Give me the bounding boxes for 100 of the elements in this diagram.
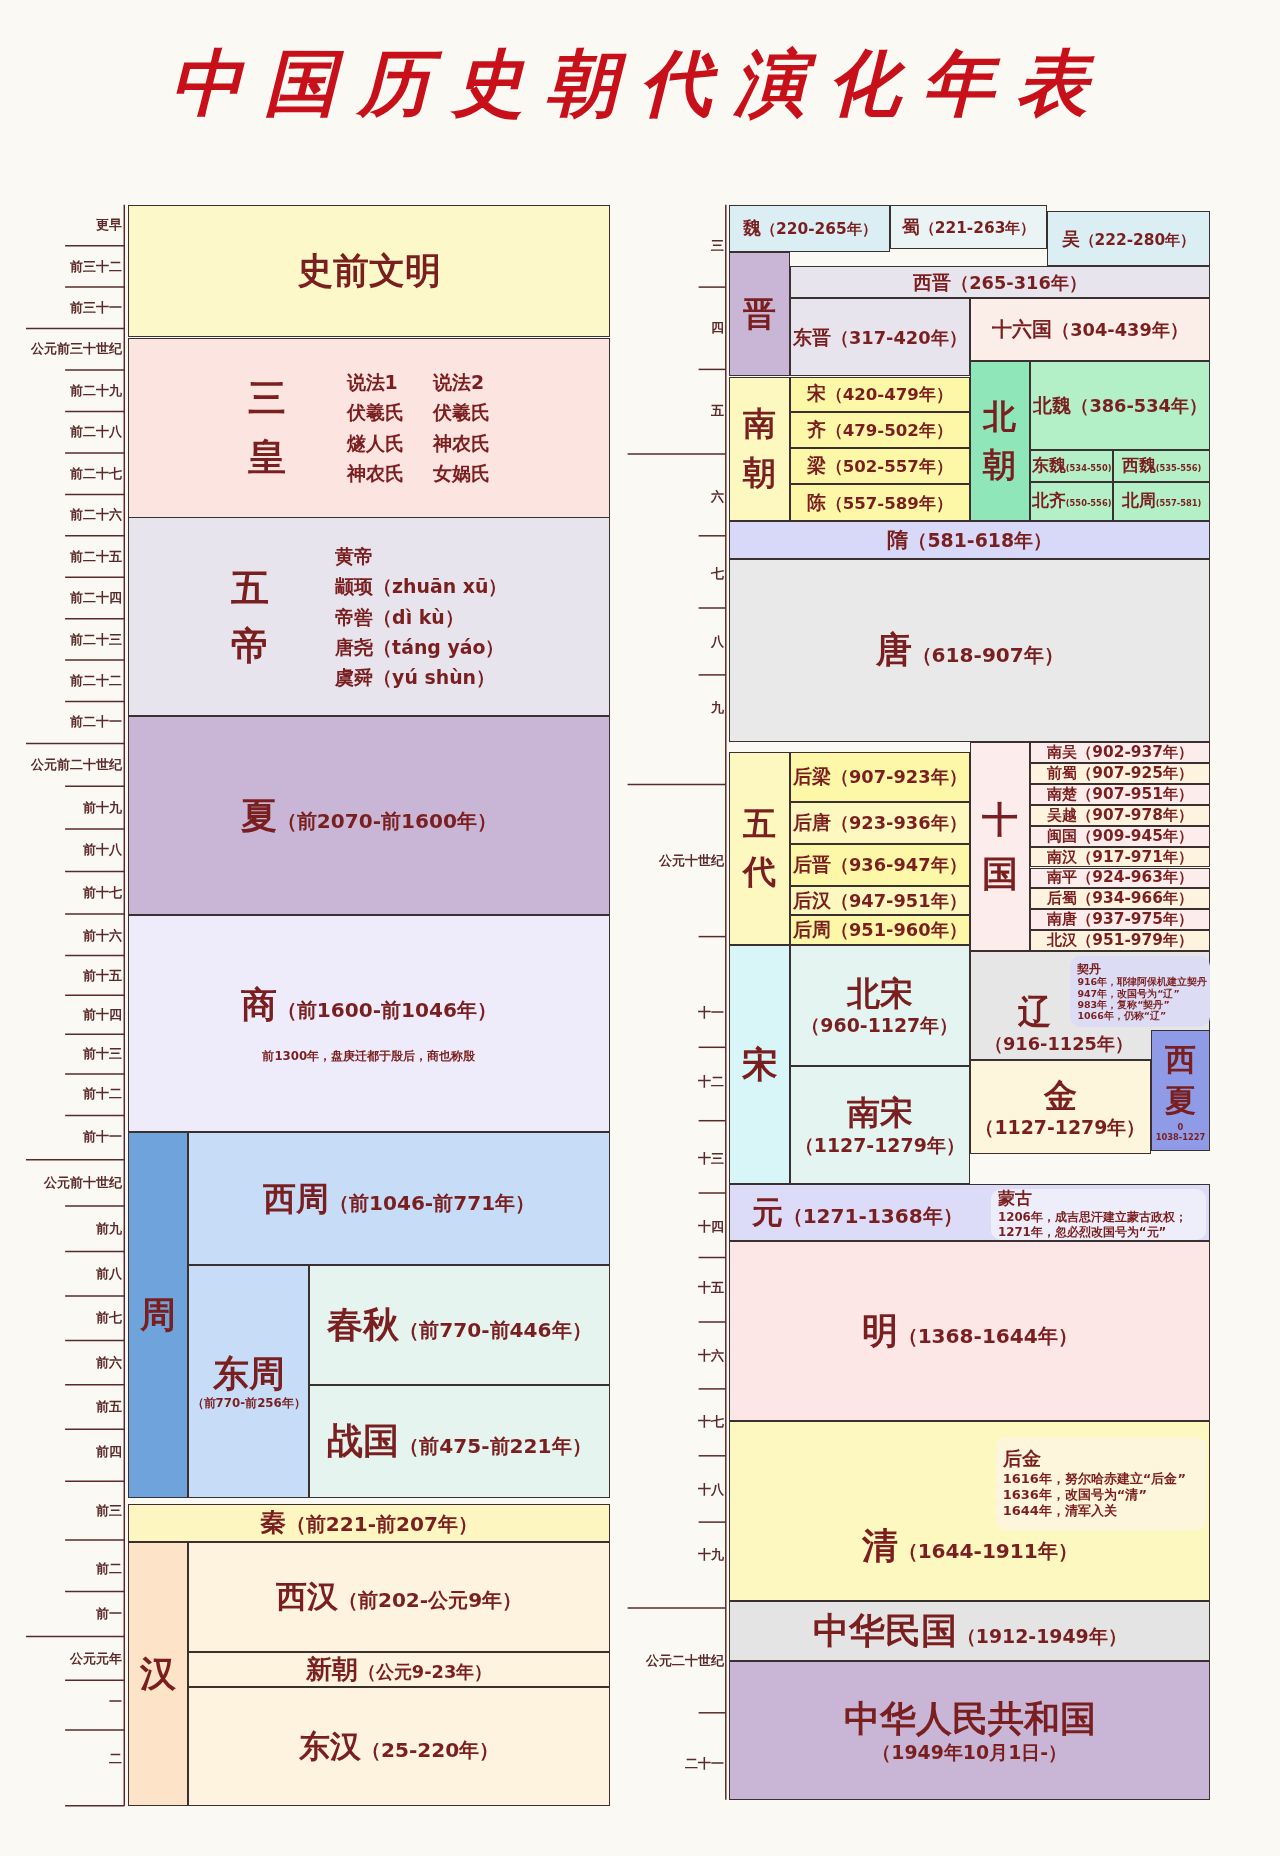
dynasty-name: 新朝	[305, 1653, 358, 1686]
dynasty-name: 西魏	[1121, 455, 1156, 477]
page-title: 中国历史朝代演化年表	[169, 48, 1111, 120]
dynasty-box	[188, 1132, 610, 1265]
dynasty-box	[789, 801, 970, 845]
dynasty-box	[1030, 825, 1211, 847]
dynasty-box	[969, 361, 1031, 521]
axis-label: 七	[710, 568, 724, 581]
year-range: （420-479年）	[825, 385, 953, 407]
dynasty-box	[188, 1687, 610, 1806]
axis-label: 五	[710, 405, 724, 418]
dynasty-box	[127, 915, 610, 1132]
dynasty-box	[729, 944, 790, 1185]
axis-label: 十八	[697, 1483, 724, 1497]
year-range: （25-220年）	[360, 1738, 500, 1764]
dynasty-name: 三皇	[247, 375, 288, 481]
dynasty-box	[729, 1661, 1211, 1800]
note-text: 1616年，努尔哈赤建立“后金”	[1002, 1470, 1186, 1488]
dynasty-name: 东晋	[793, 325, 831, 350]
dynasty-name: 闽国	[1047, 827, 1078, 845]
dynasty-box	[188, 1264, 310, 1498]
dynasty-name: 南朝	[742, 403, 777, 494]
dynasty-box	[729, 751, 790, 945]
year-range: （1368-1644年）	[897, 1323, 1078, 1349]
dynasty-name: 南平	[1047, 869, 1078, 887]
axis-label: 前十一	[83, 1130, 122, 1144]
ruler-name: 黄帝	[335, 544, 374, 570]
year-range: （936-947年）	[831, 854, 967, 877]
axis-label: 十七	[697, 1416, 724, 1429]
ruler-name: 神农氏	[346, 460, 404, 486]
axis-label: 前二十二	[70, 674, 122, 688]
dynasty-name: 商	[240, 983, 277, 1028]
note-text: 1644年，清军入关	[1002, 1503, 1117, 1520]
ruler-name: 女娲氏	[433, 460, 491, 486]
year-range: （1127-1279年）	[975, 1116, 1146, 1140]
dynasty-box	[789, 447, 970, 485]
year-range: （前1046-前771年）	[328, 1190, 536, 1216]
dynasty-name: 西汉	[275, 1577, 338, 1616]
year-range: （581-618年）	[908, 528, 1053, 553]
dynasty-box	[789, 751, 970, 802]
dynasty-box	[188, 1541, 610, 1652]
axis-label: 一	[109, 1695, 122, 1709]
dynasty-name: 唐	[875, 628, 912, 673]
dynasty-box	[1030, 930, 1211, 951]
note-text: 983年，复称“契丹”	[1077, 999, 1170, 1011]
axis-label: 前十六	[83, 929, 122, 942]
ruler-name: 颛顼（zhuān xū）	[335, 574, 508, 600]
column-heading: 说法1	[346, 370, 398, 395]
dynasty-name: 中华民国	[812, 1608, 957, 1653]
dynasty-name: 十六国	[992, 317, 1053, 343]
dynasty-box	[1030, 909, 1211, 930]
note-title: 后金	[1002, 1447, 1041, 1471]
dynasty-box	[127, 337, 610, 518]
dynasty-name: 史前文明	[296, 248, 441, 293]
year-range: （304-439年）	[1052, 319, 1188, 342]
column-heading: 说法2	[433, 370, 485, 395]
year-range: （317-420年）	[831, 326, 967, 349]
dynasty-box	[969, 298, 1211, 362]
dynasty-name: 齐	[806, 417, 826, 442]
dynasty-name: 五帝	[230, 564, 270, 670]
dynasty-box	[188, 1651, 610, 1688]
year-range: （916-1125年）	[985, 1032, 1133, 1056]
year-range: （947-951年）	[831, 889, 967, 912]
dynasty-name: 南汉	[1047, 848, 1078, 866]
dynasty-name: 后蜀	[1047, 890, 1078, 908]
dynasty-box	[789, 484, 970, 521]
dynasty-name: 十国	[981, 798, 1019, 896]
year-range: （951-979年）	[1077, 931, 1193, 949]
year-range: （907-925年）	[1077, 765, 1193, 783]
dynasty-name: 南楚	[1047, 786, 1078, 803]
dynasty-box	[1113, 481, 1211, 521]
dynasty-name: 后周	[793, 918, 831, 942]
dynasty-box	[789, 915, 970, 945]
dynasty-name: 北齐	[1031, 491, 1066, 512]
dynasty-box	[890, 204, 1047, 249]
dynasty-name: 吴越	[1047, 806, 1078, 824]
note-text: 916年，耶律阿保机建立契丹	[1077, 976, 1208, 988]
year-range: （前770-前446年）	[399, 1317, 592, 1343]
year-range: （907-951年）	[1077, 786, 1193, 803]
year-range: （265-316年）	[951, 271, 1087, 294]
dynasty-box	[1030, 481, 1114, 521]
dynasty-box	[127, 1541, 189, 1806]
dynasty-box	[1030, 361, 1211, 450]
dynasty-box	[969, 1059, 1151, 1155]
dynasty-box	[127, 1503, 610, 1542]
note-text: 1206年，成吉思汗建立蒙古政权；	[998, 1209, 1187, 1225]
ruler-name: 神农氏	[433, 430, 491, 456]
dynasty-box	[789, 844, 970, 886]
note-text: 1636年，改国号为“清”	[1002, 1487, 1147, 1504]
dynasty-box	[789, 266, 1211, 299]
axis-label: 三	[710, 240, 724, 253]
year-range: （907-923年）	[831, 765, 967, 789]
year-range: （909-945年）	[1077, 827, 1193, 845]
year-range: （960-1127年）	[801, 1014, 959, 1038]
dynasty-box	[729, 1184, 1211, 1241]
year-range: （557-589年）	[825, 493, 953, 515]
dynasty-name: 后唐	[793, 811, 831, 835]
dynasty-name: 北汉	[1047, 931, 1078, 949]
dynasty-box	[127, 517, 610, 717]
dynasty-box	[789, 298, 970, 377]
